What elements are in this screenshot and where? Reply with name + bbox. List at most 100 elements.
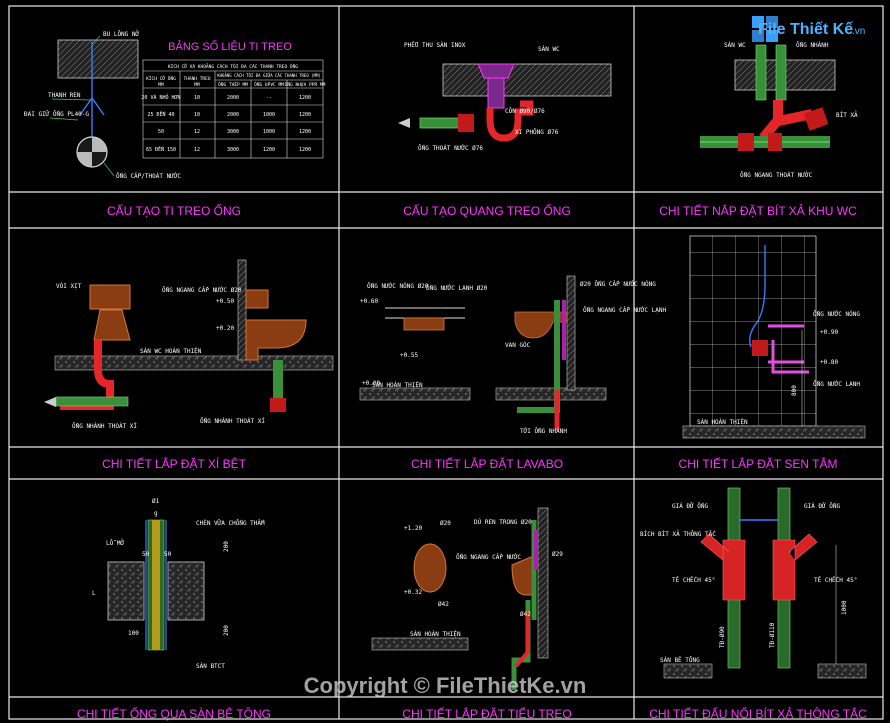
hole-label: LỖ MỞ — [106, 539, 124, 547]
table-cell: 2000 — [227, 112, 239, 118]
siphon-label: XI PHÔNG Ø76 — [515, 129, 559, 136]
cap-label: BÍT XẢ — [836, 111, 858, 119]
lavabo-cold-label: ỐNG NƯỚC LẠNH Ø20 — [426, 285, 488, 292]
panel-title-6: CHI TIẾT LẮP ĐẶT SEN TẮM — [679, 456, 838, 471]
panel-title-1: CẤU TẠO TI TREO ỐNG — [107, 203, 241, 218]
tap-label: VÒI XỊT — [56, 283, 82, 290]
table-cell: 1200 — [299, 129, 311, 135]
logo-suffix: .vn — [852, 26, 865, 37]
funnel-label: PHỄU THU SÀN INOX — [404, 41, 466, 49]
wc-floor-label: SÀN WC — [724, 42, 746, 49]
col-spacing: KHOẢNG CÁCH TỐI ĐA GIỮA CÁC THANH TREO (… — [217, 73, 321, 78]
cleanout-detail: GIÁ ĐỠ ỐNG GIÁ ĐỠ ỐNG BÍCH BÍT XẢ THÔNG … — [640, 487, 867, 679]
lavabo-level-c: +0.00 — [362, 380, 380, 387]
hanger-table-title: BẢNG SỐ LIỆU TI TREO — [168, 39, 292, 53]
clamp — [79, 96, 105, 116]
branch-label: ỐNG NHÁNH — [796, 42, 829, 49]
toilet-supply-label: ỐNG NGANG CẤP NƯỚC Ø20 — [162, 287, 242, 294]
urinal-d4: Ø42 — [520, 611, 531, 618]
toilet-level-1: +0.50 — [216, 298, 234, 305]
lavabo-right-supply: Ø20 ỐNG CẤP NƯỚC NÓNG — [580, 281, 656, 288]
col-upvc: ỐNG UPVC MM — [254, 81, 284, 88]
table-header-1: KÍCH CỠ VÀ KHOẢNG CÁCH TỐI ĐA CÁC THANH … — [168, 62, 298, 70]
urinal-supply-label: ỐNG NGANG CẤP NƯỚC — [456, 554, 521, 561]
shower-level-a: +0.90 — [820, 329, 838, 336]
urinal-d1: Ø20 — [440, 520, 451, 527]
shower-dim: 800 — [791, 385, 798, 396]
slab-penetration-detail: Ø1 g CHÈN VỮA CHỐNG THẤM LỖ MỞ 50 50 100… — [92, 498, 265, 670]
floor-label: SÀN WC — [538, 46, 560, 53]
sheet-frame — [8, 5, 884, 720]
urinal-level-b: +0.32 — [404, 589, 422, 596]
clamp-label: ĐAI GIỮ ỐNG PL40-G — [24, 111, 89, 118]
urinal-detail: Ø20 DÙ REN TRONG Ø20 ỐNG NGANG CẤP NƯỚC … — [371, 507, 563, 690]
pipe-label: ỐNG CẤP/THOÁT NƯỚC — [116, 173, 181, 180]
shower-level-b: +0.80 — [820, 359, 838, 366]
col-pipe: KÍCH CỠ ỐNG — [146, 74, 176, 82]
table-cell: 12 — [194, 129, 200, 135]
col-pipe-unit: MM — [158, 82, 164, 88]
lavabo-level-a: +0.60 — [360, 298, 378, 305]
shower-hot-label: ỐNG NƯỚC NÓNG — [813, 311, 860, 318]
toilet-floor-label: SÀN WC HOÀN THIỆN — [140, 347, 202, 355]
lavabo-detail: ỐNG NƯỚC NÓNG Ø20 ỐNG NƯỚC LẠNH Ø20 Ø20 … — [359, 275, 666, 435]
col-steel: ỐNG THÉP MM — [218, 80, 248, 88]
main-drain-label: ỐNG NGANG THOÁT NƯỚC — [740, 172, 813, 179]
lavabo-hot-label: ỐNG NƯỚC NÓNG Ø20 — [367, 283, 429, 290]
table-cell: 10 — [194, 95, 200, 101]
copyright-watermark: Copyright © FileThietKe.vn — [304, 673, 587, 698]
slab-d3: 100 — [128, 630, 139, 637]
slab-phi: Ø1 — [152, 498, 160, 505]
table-cell: 12 — [194, 147, 200, 153]
panel-title-8: CHI TIẾT LẮP ĐẶT TIỂU TREO — [402, 706, 571, 721]
cleanout-dim: 1000 — [841, 600, 848, 615]
floor-drain-detail: PHỄU THU SÀN INOX SÀN WC CÔN Ø90/Ø76 XI … — [398, 41, 612, 152]
slab-dim-bot: 200 — [223, 625, 230, 636]
col-rod: THANH TREO — [183, 76, 210, 82]
urinal-level-a: +1.20 — [404, 525, 422, 532]
shower-detail: ỐNG NƯỚC NÓNG ỐNG NƯỚC LẠNH SÀN HOÀN THI… — [682, 235, 866, 439]
tee-right-label: TÊ CHẾCH 45° — [814, 576, 857, 584]
lavabo-level-b: +0.55 — [400, 352, 418, 359]
panel-title-9: CHI TIẾT ĐẤU NỐI BÍT XẢ THÔNG TẮC — [649, 706, 867, 721]
slab-g: g — [154, 510, 158, 517]
hanger-table — [142, 59, 324, 159]
table-cell: 1200 — [263, 147, 275, 153]
slab-label: SÀN BTCT — [196, 663, 225, 670]
drain-label: ỐNG THOÁT NƯỚC Ø76 — [418, 145, 483, 152]
shower-floor-label: SÀN HOÀN THIỆN — [697, 418, 748, 426]
lavabo-right-cold: ỐNG NGANG CẤP NƯỚC LẠNH — [583, 307, 666, 314]
screw-label: DÙ REN TRONG Ø20 — [474, 519, 532, 526]
toilet-branch-left: ỐNG NHÁNH THOÁT XÍ — [72, 422, 137, 430]
panel-title-2: CẤU TẠO QUANG TREO ỐNG — [403, 203, 571, 218]
panel-title-5: CHI TIẾT LẮP ĐẶT LAVABO — [411, 456, 563, 471]
table-cell: 10 — [194, 112, 200, 118]
col-ppr: ỐNG NHỰA PPR MM — [285, 81, 326, 88]
table-row: 50 — [158, 129, 164, 135]
hanger-detail: BU LÔNG NỞ THANH REN ĐAI GIỮ ỐNG PL40-G … — [24, 30, 326, 180]
table-cell: 2000 — [227, 95, 239, 101]
table-cell: 1200 — [299, 147, 311, 153]
table-cell: 3000 — [227, 147, 239, 153]
col-rod-unit: MM — [194, 82, 200, 88]
toilet-branch-right: ỐNG NHÁNH THOÁT XÍ — [200, 417, 265, 425]
tee-left-label: TÊ CHẾCH 45° — [672, 576, 715, 584]
wc-drain-detail: SÀN WC ỐNG NHÁNH BÍT XẢ ỐNG NGANG THOÁT … — [700, 42, 858, 179]
urinal-floor-label: SÀN HOÀN THIỆN — [410, 630, 461, 638]
slab-d2: 50 — [164, 551, 172, 558]
slab-dim-top: 200 — [223, 541, 230, 552]
slab-d1: 50 — [142, 551, 150, 558]
urinal-d2: Ø29 — [552, 551, 563, 558]
table-cell: -- — [266, 95, 272, 101]
urinal-d3: Ø42 — [438, 601, 449, 608]
lavabo-branch-label: TỚI ỐNG NHÁNH — [520, 428, 567, 435]
ceiling-slab — [57, 39, 139, 79]
cleanout-cap-label: BÍCH BÍT XẢ THÔNG TẮC — [640, 530, 716, 538]
watermark-logo: File Thiết Kế .vn — [752, 16, 865, 42]
table-cell: 1200 — [299, 112, 311, 118]
table-cell: 3000 — [227, 129, 239, 135]
toilet-level-2: +0.20 — [216, 325, 234, 332]
support-right-label: GIÁ ĐỠ ỐNG — [804, 503, 841, 510]
panel-title-7: CHI TIẾT ỐNG QUA SÀN BÊ TÔNG — [77, 706, 271, 721]
